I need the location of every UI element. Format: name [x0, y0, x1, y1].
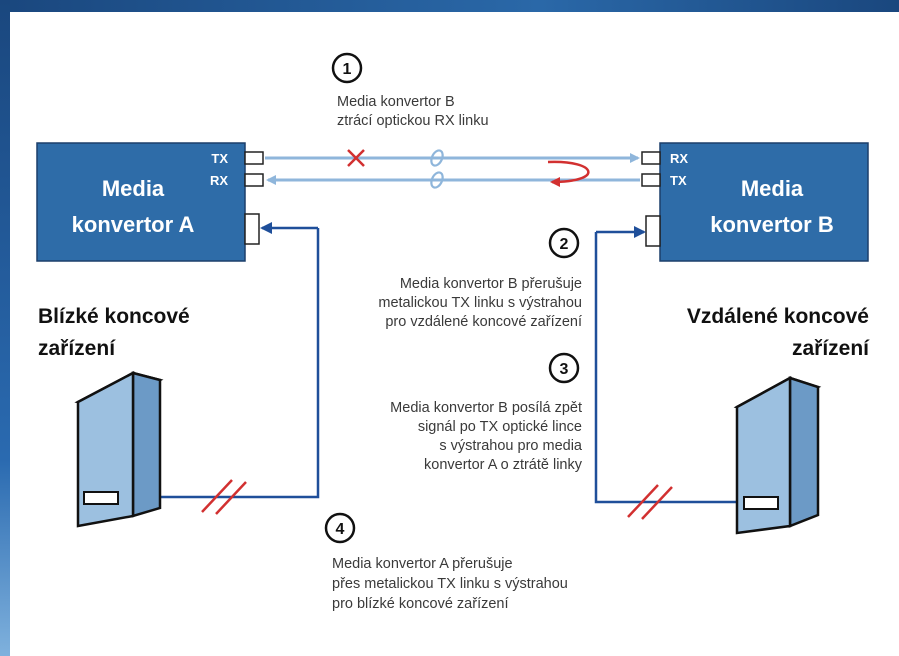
step-3-line4: konvertor A o ztrátě linky: [424, 457, 583, 473]
step-2-line1: Media konvertor B přerušuje: [400, 276, 582, 292]
copper-b-to-far-device: [594, 232, 754, 508]
converter-a-title-line1: Media: [102, 176, 165, 201]
fiber-loop-symbol-bottom: [430, 171, 444, 189]
near-device-tower-icon: [74, 370, 164, 528]
step-3-number: 3: [560, 361, 569, 378]
step-1-badge: [331, 52, 363, 84]
link-broken-icon: [347, 149, 365, 167]
step-2-line3: pro vzdálené koncové zařízení: [385, 314, 582, 330]
converter-a-port-tx-label: TX: [211, 151, 228, 166]
step-4-line1: Media konvertor A přerušuje: [332, 556, 513, 572]
step-4-number: 4: [336, 521, 345, 538]
near-copper-break-icon: [201, 479, 247, 515]
converter-a-tx-port: [244, 151, 264, 165]
diagram-canvas: [10, 12, 899, 656]
converter-a-box: [36, 142, 246, 262]
copper-a-to-near-device: [110, 228, 320, 503]
step-3-line3: s výstrahou pro media: [439, 438, 583, 454]
step-4: 4 Media konvertor A přerušuje přes metal…: [324, 512, 568, 612]
step-1-number: 1: [343, 61, 352, 78]
step-4-line2: přes metalickou TX linku s výstrahou: [332, 576, 568, 592]
step-4-line3: pro blízké koncové zařízení: [332, 596, 509, 612]
fiber-loop-symbol-top: [430, 149, 444, 167]
converter-b-tx-port: [641, 173, 661, 187]
converter-b-box: [659, 142, 869, 262]
loopback-alert-arrow: [547, 160, 590, 187]
converter-b-port-rx-label: RX: [670, 151, 688, 166]
far-device-label-line1: Vzdálené koncové: [687, 305, 869, 328]
converter-a-copper-port: [244, 213, 260, 245]
media-converter-a: Media konvertor A TX RX: [36, 142, 264, 262]
step-1-line2: ztrácí optickou RX linku: [337, 113, 489, 129]
converter-b-port-tx-label: TX: [670, 173, 687, 188]
converter-a-rx-port: [244, 173, 264, 187]
step-2-number: 2: [560, 236, 569, 253]
far-copper-break-icon: [627, 484, 673, 520]
step-3-badge: [548, 352, 580, 384]
left-border: [0, 0, 10, 656]
step-3-line1: Media konvertor B posílá zpět: [390, 400, 582, 416]
far-device-label-line2: zařízení: [792, 337, 870, 360]
far-device-tower-icon: [733, 375, 822, 535]
step-1: 1 Media konvertor B ztrácí optickou RX l…: [331, 52, 489, 129]
converter-b-copper-port: [645, 215, 661, 247]
converter-b-title-line2: konvertor B: [710, 212, 833, 237]
converter-b-title-line1: Media: [741, 176, 804, 201]
near-device-label-line2: zařízení: [38, 337, 116, 360]
converter-b-rx-port: [641, 151, 661, 165]
step-3-line2: signál po TX optické lince: [418, 419, 582, 435]
converter-a-port-rx-label: RX: [210, 173, 228, 188]
media-converter-b: Media konvertor B RX TX: [641, 142, 869, 262]
step-4-badge: [324, 512, 356, 544]
step-2-badge: [548, 227, 580, 259]
step-1-line1: Media konvertor B: [337, 94, 455, 110]
copper-links: [110, 222, 754, 520]
near-device-label-line1: Blízké koncové: [38, 305, 190, 328]
step-3: 3 Media konvertor B posílá zpět signál p…: [390, 352, 583, 473]
step-2-line2: metalickou TX linku s výstrahou: [378, 295, 582, 311]
converter-a-title-line2: konvertor A: [72, 212, 195, 237]
fiber-links: [265, 149, 640, 189]
top-border: [0, 0, 899, 12]
step-2: 2 Media konvertor B přerušuje metalickou…: [378, 227, 582, 330]
